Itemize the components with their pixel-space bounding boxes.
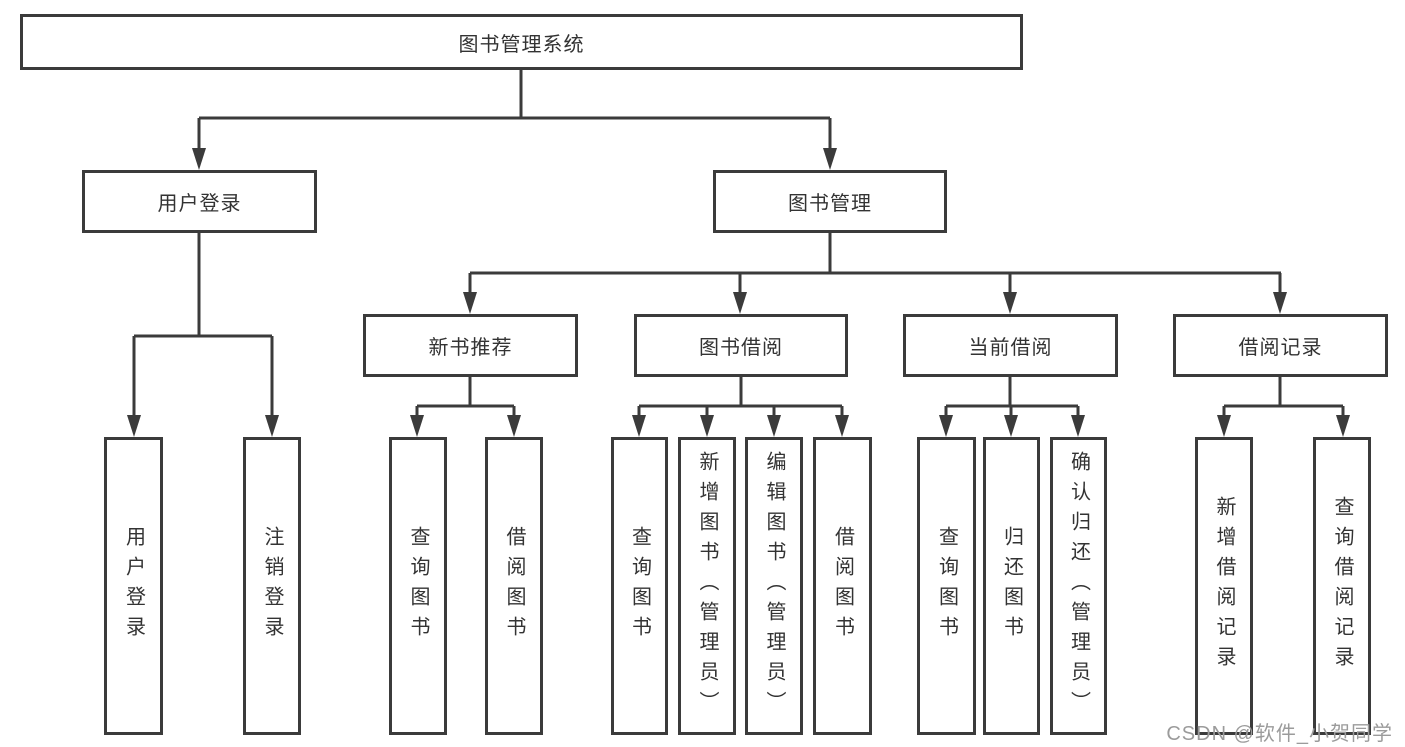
node-new-book-recommend: 新书推荐	[363, 314, 578, 377]
node-label: 图书管理	[788, 193, 872, 215]
leaf-label: 借阅图书	[503, 526, 525, 646]
connector-root-to-level2	[192, 70, 837, 170]
connector-book-management-to-level3	[463, 233, 1287, 314]
leaf-query-books-borrow: 查询图书	[611, 437, 668, 735]
leaf-label: 查询图书	[935, 526, 958, 646]
leaf-query-books-recommend: 查询图书	[389, 437, 447, 735]
connector-borrow-records-to-leaves	[1217, 377, 1350, 437]
node-borrow-records: 借阅记录	[1173, 314, 1388, 377]
leaf-return-books: 归还图书	[983, 437, 1040, 735]
node-label: 当前借阅	[968, 337, 1053, 359]
node-label: 图书借阅	[699, 337, 783, 359]
leaf-label: 查询借阅记录	[1331, 496, 1353, 676]
leaf-label: 借阅图书	[831, 526, 854, 646]
connector-new-book-recommend-to-leaves	[410, 377, 521, 437]
node-label: 用户登录	[157, 193, 242, 215]
leaf-add-book-admin: 新增图书（管理员）	[678, 437, 736, 735]
leaf-add-borrow-record: 新增借阅记录	[1195, 437, 1253, 735]
node-current-borrow: 当前借阅	[903, 314, 1118, 377]
leaf-confirm-return-admin: 确认归还（管理员）	[1050, 437, 1107, 735]
leaf-label: 编辑图书（管理员）	[763, 451, 785, 721]
leaf-borrow-books: 借阅图书	[813, 437, 872, 735]
node-library-management-system: 图书管理系统	[20, 14, 1023, 70]
leaf-logout: 注销登录	[243, 437, 301, 735]
leaf-label: 确认归还（管理员）	[1067, 451, 1090, 721]
leaf-borrow-books-recommend: 借阅图书	[485, 437, 543, 735]
leaf-label: 新增借阅记录	[1213, 496, 1235, 676]
node-book-management: 图书管理	[713, 170, 947, 233]
node-label: 借阅记录	[1238, 337, 1323, 359]
node-label: 新书推荐	[428, 337, 513, 359]
node-user-login: 用户登录	[82, 170, 317, 233]
leaf-query-borrow-record: 查询借阅记录	[1313, 437, 1371, 735]
leaf-user-login: 用户登录	[104, 437, 163, 735]
leaf-label: 新增图书（管理员）	[696, 451, 718, 721]
node-book-borrow: 图书借阅	[634, 314, 848, 377]
leaf-query-books-current: 查询图书	[917, 437, 976, 735]
leaf-label: 查询图书	[407, 526, 429, 646]
leaf-label: 注销登录	[261, 526, 283, 646]
csdn-watermark: CSDN @软件_小贺同学	[1166, 723, 1393, 745]
connector-current-borrow-to-leaves	[939, 377, 1085, 437]
node-label: 图书管理系统	[458, 33, 585, 56]
leaf-edit-book-admin: 编辑图书（管理员）	[745, 437, 803, 735]
connector-user-login-to-leaves	[127, 233, 279, 437]
connector-book-borrow-to-leaves	[632, 377, 849, 437]
leaf-label: 用户登录	[122, 526, 145, 646]
leaf-label: 归还图书	[1000, 526, 1023, 646]
leaf-label: 查询图书	[628, 526, 651, 646]
